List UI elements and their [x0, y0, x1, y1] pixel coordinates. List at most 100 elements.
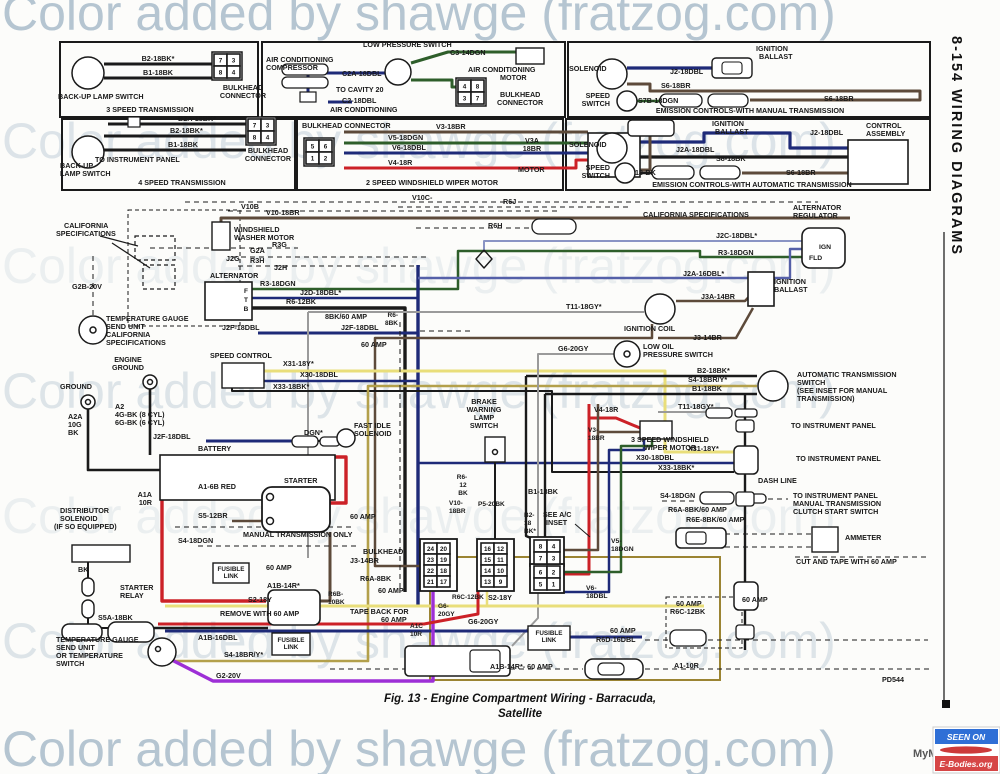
diagram-label: V3-	[588, 427, 598, 434]
terminal-dot	[623, 350, 631, 358]
diagram-label: V3-18BR	[436, 122, 466, 131]
diagram-label: R6A-8BK	[360, 574, 392, 583]
diagram-label: V6-18DBL	[392, 143, 427, 152]
harness-tape-region	[429, 556, 721, 681]
pin-cell	[436, 575, 451, 588]
pin-cell	[226, 65, 241, 79]
diagram-label: R6C-12BK	[670, 607, 706, 616]
figure-caption-line2: Satellite	[498, 708, 543, 720]
alternator-body	[204, 281, 253, 321]
wires-layer	[86, 50, 945, 700]
diagram-label: 6G-BK (6 CYL)	[115, 418, 165, 427]
pin-number: 5	[311, 143, 315, 150]
diagram-label: SWITCH	[797, 378, 825, 387]
diagram-label: REMOVE WITH 60 AMP	[220, 609, 299, 618]
diagram-label: 4 SPEED TRANSMISSION	[138, 178, 225, 187]
diagram-label: A1-6B RED	[198, 482, 236, 491]
diagram-label: CALIFORNIA SPECIFICATIONS	[643, 210, 749, 219]
diagram-label: MANUAL TRANSMISSION ONLY	[243, 530, 353, 539]
pin-number: 6	[324, 143, 328, 150]
diagram-label: C2-18DBL	[342, 96, 377, 105]
pin-cell	[493, 575, 508, 588]
ignition-ballast-body	[747, 271, 775, 307]
diagram-label: BALLAST	[759, 52, 793, 61]
pin-number: 3	[463, 95, 467, 102]
diagram-label: CALIFORNIA	[64, 221, 108, 230]
diagram-label: AMMETER	[845, 533, 882, 542]
ac-compressor-pill	[281, 76, 329, 89]
pin-number: 14	[484, 568, 492, 575]
pin-number: 18	[440, 568, 448, 575]
diagram-label: AIR CONDITIONING	[468, 65, 536, 74]
pin-number: 17	[440, 579, 448, 586]
diagram-label: BALLAST	[715, 127, 749, 136]
diagram-label: BK	[78, 565, 89, 574]
diagram-label: WINDSHIELD	[234, 225, 280, 234]
diagram-label: J2A-18DBL	[676, 145, 715, 154]
diagram-label: B1-18BK	[528, 487, 559, 496]
diagram-label: LAMP SWITCH	[60, 169, 111, 178]
diagram-label: B2-	[524, 512, 534, 519]
pin-number: 23	[427, 557, 435, 564]
diagram-label: C2A-18DBL	[342, 69, 382, 78]
diagram-label: R6H	[488, 221, 502, 230]
diagram-label: T	[244, 297, 248, 304]
diagram-label: S5-12BR	[198, 511, 228, 520]
wiper-motor-3speed-body	[639, 420, 673, 440]
diagram-label: TEMPERATURE GAUGE	[56, 635, 139, 644]
diagram-label: J2-18DBL	[670, 67, 704, 76]
fast-idle-solenoid-symbol	[336, 428, 356, 448]
diagram-label: SOLENOID	[60, 514, 98, 523]
diagram-label: R3G	[272, 240, 287, 249]
dash-grommet	[735, 419, 755, 433]
diagram-label: B1-18BK	[143, 68, 174, 77]
pin-cell	[470, 91, 485, 105]
diagram-label: C3-14DGN	[450, 48, 486, 57]
diagram-label: B	[244, 306, 249, 313]
terminal-dot	[146, 378, 154, 386]
pin-cell	[318, 151, 333, 165]
diagram-label: 60 AMP	[381, 615, 407, 624]
diagram-label: V4-18R	[594, 405, 619, 414]
diagram-label: J2F-18DBL	[222, 323, 260, 332]
diagram-label: J2G	[226, 254, 240, 263]
speed-switch-symbol	[614, 162, 636, 184]
diagram-label: 60 AMP	[610, 626, 636, 635]
cut-tape-region	[665, 596, 743, 649]
california-connector-2	[142, 264, 176, 290]
diagram-label: DGN*	[304, 428, 323, 437]
diagram-label: G6-	[438, 603, 449, 610]
diagram-label: J2C-18DBL*	[716, 231, 757, 240]
diagram-label: BALLAST	[774, 285, 808, 294]
diagram-label: 18DGN	[611, 546, 634, 553]
diagram-label: R6E-8BK/60 AMP	[686, 515, 745, 524]
diagram-label: 10BK	[328, 599, 345, 606]
diagram-label: S5A-18BK	[98, 613, 134, 622]
backup-lamp-switch-symbol	[71, 135, 105, 169]
wire	[483, 240, 802, 251]
diagram-label: TEMPERATURE GAUGE	[106, 314, 189, 323]
car-silhouette-icon	[940, 746, 992, 754]
wire	[564, 439, 654, 574]
wire	[410, 50, 516, 65]
diagram-label: IGNITION	[774, 277, 806, 286]
diagram-label: CUT AND TAPE WITH 60 AMP	[796, 557, 897, 566]
connector-pill	[705, 407, 733, 419]
pin-number: 3	[552, 555, 556, 562]
battery-body	[159, 454, 336, 501]
diagram-label: R6-	[388, 312, 398, 319]
pin-number: 8	[476, 83, 480, 90]
ebodies-badge[interactable]: SEEN ON E-Bodies.org	[932, 726, 1000, 774]
connector-pill	[675, 527, 727, 549]
pin-number: 10	[497, 568, 505, 575]
connector-pill	[734, 408, 758, 418]
diagram-label: COMPRESSOR	[266, 63, 319, 72]
terminal-dot	[491, 448, 499, 456]
diagram-label: ASSEMBLY	[866, 129, 905, 138]
pin-cell	[546, 577, 561, 591]
diagram-label: STARTER	[284, 476, 318, 485]
diagram-label: SPECIFICATIONS	[56, 229, 116, 238]
diagram-label: BK	[68, 428, 79, 437]
diagram-label: G2B-20V	[72, 282, 102, 291]
